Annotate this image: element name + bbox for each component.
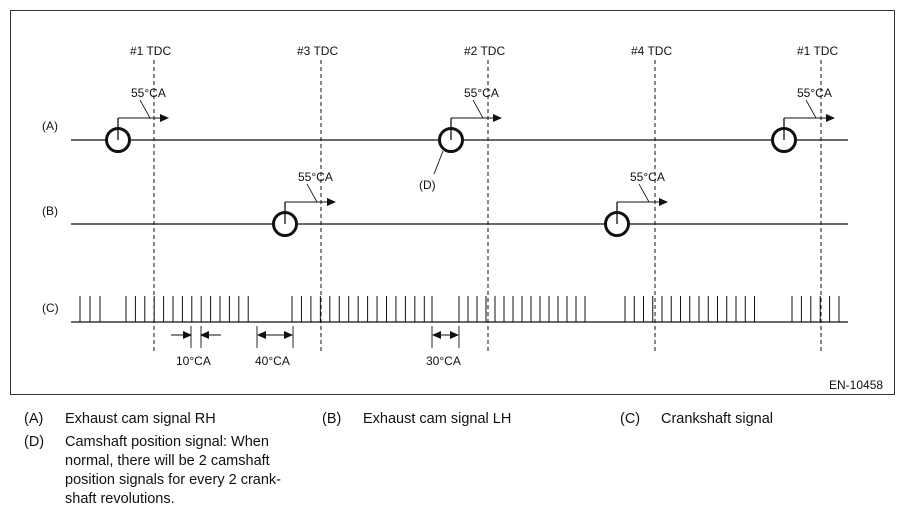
angle-label: 55°CA xyxy=(797,86,832,100)
tdc-label-4: #4 TDC xyxy=(631,44,672,58)
legend-key: (D) xyxy=(24,434,45,450)
crank-dim-30 xyxy=(431,326,460,348)
angle-label: 55°CA xyxy=(464,86,499,100)
row-label-c: (C) xyxy=(42,301,59,315)
row-label-b: (B) xyxy=(42,204,58,218)
cam-pulse-a3: 55°CA xyxy=(771,86,835,153)
legend-text: Crankshaft signal xyxy=(661,411,774,427)
legend-text: Exhaust cam signal RH xyxy=(65,411,216,427)
legend-text: Camshaft position signal: When normal, t… xyxy=(65,434,281,507)
angle-label: 55°CA xyxy=(630,170,665,184)
crank-dim-40 xyxy=(256,326,294,348)
legend-key: (C) xyxy=(620,411,641,427)
crank-dim-label-30: 30°CA xyxy=(426,354,461,368)
cam-pulse-a1: 55°CA xyxy=(105,86,169,153)
crank-dim-label-40: 40°CA xyxy=(255,354,290,368)
row-label-a: (A) xyxy=(42,119,58,133)
callout-d-leader xyxy=(433,150,444,175)
legend-key: (B) xyxy=(322,411,342,427)
angle-label: 55°CA xyxy=(131,86,166,100)
crank-teeth xyxy=(79,296,840,322)
cam-pulse-b1: 55°CA xyxy=(272,170,336,237)
tdc-lines xyxy=(153,60,822,352)
cam-pulse-a2: 55°CA xyxy=(438,86,502,153)
cam-pulse-b2: 55°CA xyxy=(604,170,668,237)
legend-key: (A) xyxy=(24,411,44,427)
tdc-label-1: #1 TDC xyxy=(130,44,171,58)
angle-label: 55°CA xyxy=(298,170,333,184)
tdc-label-2: #2 TDC xyxy=(464,44,505,58)
diagram-frame xyxy=(10,10,895,395)
tdc-label-1-repeat: #1 TDC xyxy=(797,44,838,58)
crank-dim-label-10: 10°CA xyxy=(176,354,211,368)
callout-d-label: (D) xyxy=(419,178,436,192)
crank-dim-10 xyxy=(171,326,221,348)
legend-text: Exhaust cam signal LH xyxy=(363,411,512,427)
figure-code: EN-10458 xyxy=(829,378,883,392)
tdc-label-3: #3 TDC xyxy=(297,44,338,58)
